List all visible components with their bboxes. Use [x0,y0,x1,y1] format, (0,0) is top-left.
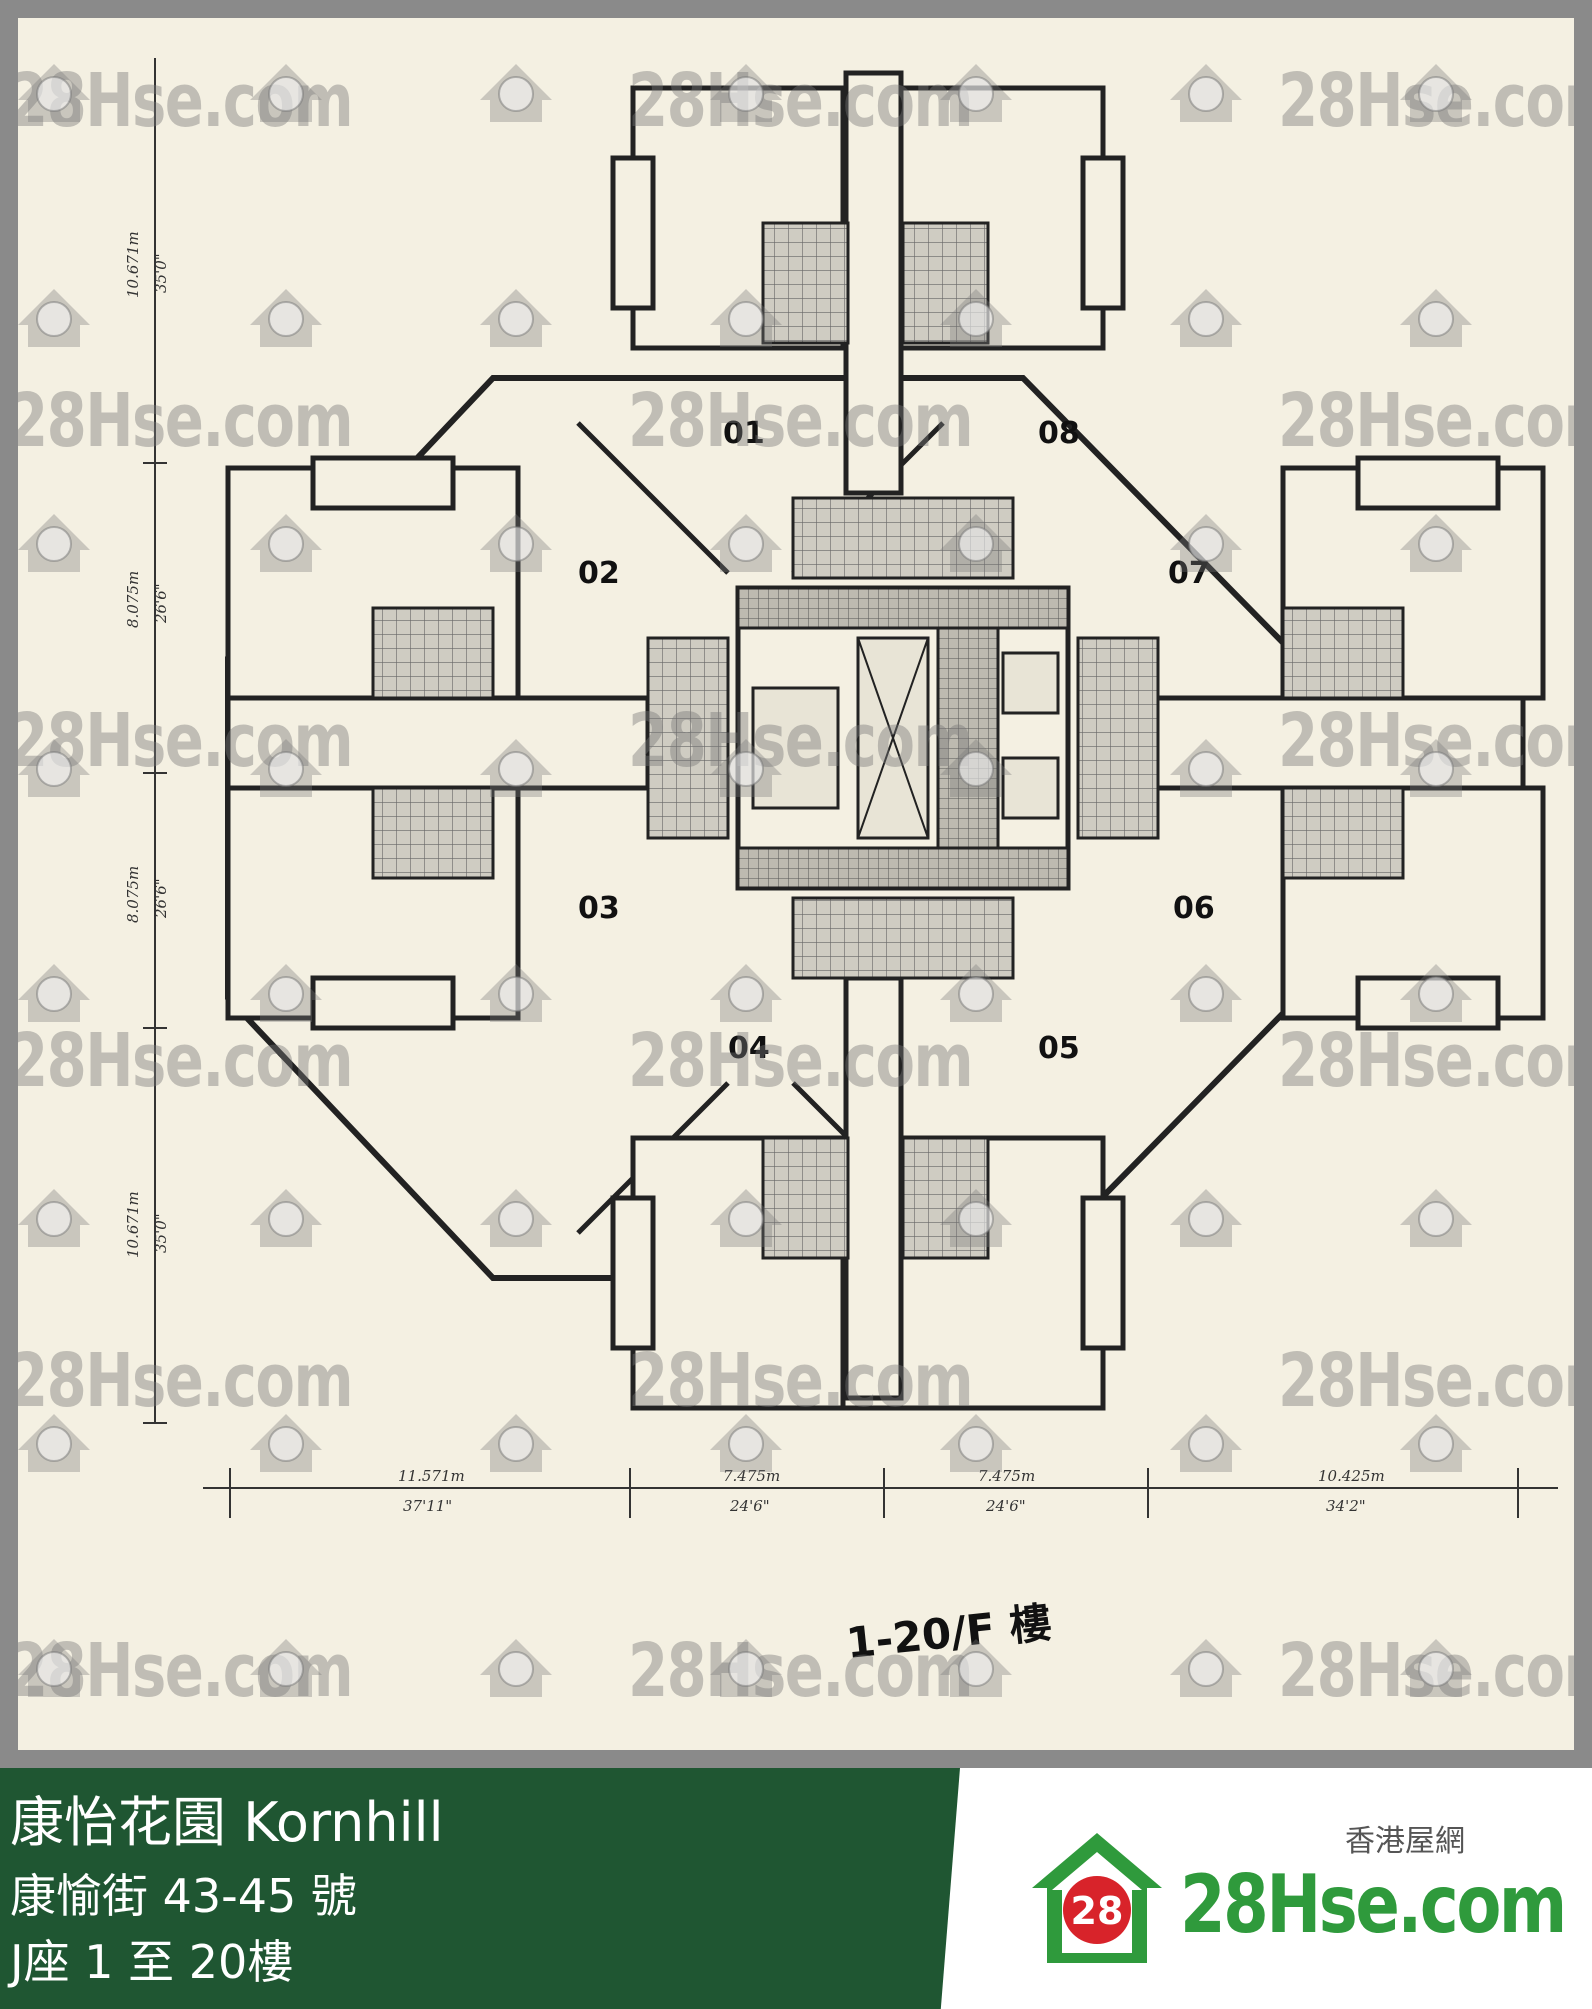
brand-tagline: 香港屋網 [1345,1824,1465,1859]
unit-label-03: 03 [578,891,620,926]
watermark-text: 28Hse.com [1278,378,1574,464]
unit-label-02: 02 [578,556,620,591]
watermark-text: 28Hse.com [628,698,974,784]
dim-v3-metric: 8.075m [124,866,142,923]
watermark-text: 28Hse.com [1278,1338,1574,1424]
dim-h1-imperial: 37'11" [403,1497,452,1515]
dim-v3-imperial: 26'6" [152,878,170,919]
dim-v1-imperial: 35'0" [152,253,170,293]
floor-plan-drawing: 01 02 03 04 05 06 07 08 10.671m 35'0" 8.… [124,58,1558,1668]
vertical-dimension-line [143,58,167,1424]
estate-address: 康愉街 43-45 號 [10,1869,357,1923]
dim-h4-metric: 10.425m [1318,1467,1385,1485]
unit-label-06: 06 [1173,891,1215,926]
floor-plan-image: 01 02 03 04 05 06 07 08 10.671m 35'0" 8.… [18,18,1574,1750]
watermark-text: 28Hse.com [18,698,354,784]
logo-badge-number: 28 [1071,1889,1124,1933]
watermark-text: 28Hse.com [18,58,354,144]
dim-h3-metric: 7.475m [978,1467,1035,1485]
dim-v4-metric: 10.671m [124,1191,142,1258]
watermark-text: 28Hse.com [628,378,974,464]
watermark-text: 28Hse.com [18,378,354,464]
watermark-text: 28Hse.com [628,1018,974,1104]
watermark-text: 28Hse.com [1278,1628,1574,1714]
watermark-text: 28Hse.com [18,1018,354,1104]
dim-h2-metric: 7.475m [723,1467,780,1485]
watermark-text: 28Hse.com [628,1338,974,1424]
horizontal-dimension-line [203,1468,1558,1518]
watermark-text: 28Hse.com [628,58,974,144]
brand-name: 28Hse.com [1180,1858,1567,1951]
bottom-wing [610,975,1126,1411]
watermark-text: 28Hse.com [628,1628,974,1714]
unit-label-07: 07 [1168,556,1210,591]
house-logo-icon: 28 [1032,1833,1162,1963]
unit-label-04: 04 [728,1031,770,1066]
footer-info-panel: 康怡花園 Kornhill 康愉街 43-45 號 J座 1 至 20樓 [0,1768,960,2009]
unit-label-08: 08 [1038,416,1080,451]
unit-label-05: 05 [1038,1031,1080,1066]
dim-v2-imperial: 26'6" [152,583,170,624]
watermark-text: 28Hse.com [18,1338,354,1424]
dim-h3-imperial: 24'6" [985,1497,1026,1515]
watermark-text: 28Hse.com [1278,698,1574,784]
dim-v4-imperial: 35'0" [152,1213,170,1253]
footer-banner: 康怡花園 Kornhill 康愉街 43-45 號 J座 1 至 20樓 香港屋… [0,1768,1592,2009]
watermark-text: 28Hse.com [1278,1018,1574,1104]
dim-h4-imperial: 34'2" [1326,1497,1366,1515]
dim-v1-metric: 10.671m [124,231,142,298]
watermark-text: 28Hse.com [18,1628,354,1714]
unit-label-01: 01 [723,416,765,451]
central-core [646,496,1160,980]
dim-h2-imperial: 24'6" [729,1497,770,1515]
estate-title: 康怡花園 Kornhill [10,1791,444,1854]
watermark-text: 28Hse.com [1278,58,1574,144]
dim-h1-metric: 11.571m [398,1467,465,1485]
block-floors: J座 1 至 20樓 [10,1935,294,1989]
dim-v2-metric: 8.075m [124,571,142,628]
